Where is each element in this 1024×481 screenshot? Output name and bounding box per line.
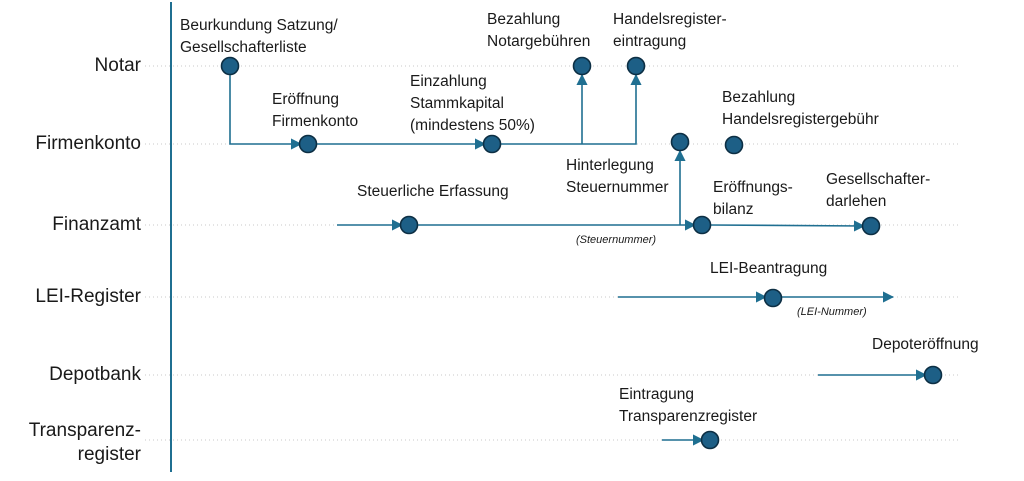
event-label-eroeffnung-konto: Eröffnung bbox=[272, 91, 339, 108]
node-depoteroeffnung bbox=[923, 365, 943, 385]
event-label-hinterlegung: Steuernummer bbox=[566, 179, 669, 196]
event-label-transparenzregister: Eintragung bbox=[619, 386, 694, 403]
event-label-gesellschafterdarlehen: Gesellschafter- bbox=[826, 171, 930, 188]
event-label-handelsregistereintragung: Handelsregister- bbox=[613, 11, 727, 28]
node-gesellschafterdarlehen bbox=[861, 216, 881, 236]
lane-label-lei: LEI-Register bbox=[35, 286, 141, 307]
flow-einzahlung-to-handelsregister bbox=[499, 73, 642, 145]
lane-label-transparenz: Transparenz- bbox=[29, 420, 141, 441]
node-steuerliche-erfassung bbox=[399, 215, 419, 235]
event-label-eroeffnung-konto: Firmenkonto bbox=[272, 113, 358, 130]
flow-bilanz-to-darlehen bbox=[708, 220, 866, 232]
node-transparenzregister bbox=[700, 430, 720, 450]
lane-label-transparenz: register bbox=[78, 444, 142, 465]
node-beurkundung bbox=[220, 56, 240, 76]
event-label-hinterlegung: Hinterlegung bbox=[566, 157, 654, 174]
event-label-eroeffnungsbilanz: Eröffnungs- bbox=[713, 179, 793, 196]
flow-notar-to-konto bbox=[229, 73, 303, 150]
event-label-lei-beantragung: LEI-Beantragung bbox=[710, 260, 827, 277]
lei-nummer-note: (LEI-Nummer) bbox=[797, 306, 867, 318]
lane-label-depotbank: Depotbank bbox=[49, 364, 141, 385]
event-label-steuerliche-erfassung: Steuerliche Erfassung bbox=[357, 183, 509, 200]
event-label-beurkundung: Gesellschafterliste bbox=[180, 39, 307, 56]
node-bezahlung-hr bbox=[724, 135, 744, 155]
event-label-einzahlung: Einzahlung bbox=[410, 73, 487, 90]
event-label-einzahlung: Stammkapital bbox=[410, 95, 504, 112]
event-label-handelsregistereintragung: eintragung bbox=[613, 33, 686, 50]
event-label-gesellschafterdarlehen: darlehen bbox=[826, 193, 886, 210]
lane-label-notar: Notar bbox=[95, 55, 142, 76]
event-label-bezahlung-hr: Bezahlung bbox=[722, 89, 795, 106]
event-label-depoteroeffnung: Depoteröffnung bbox=[872, 336, 979, 353]
event-label-bezahlung-hr: Handelsregistergebühr bbox=[722, 111, 879, 128]
node-hinterlegung bbox=[670, 132, 690, 152]
lane-label-finanzamt: Finanzamt bbox=[52, 214, 141, 235]
steuernummer-note: (Steuernummer) bbox=[576, 234, 656, 246]
event-label-bezahlung-notar: Notargebühren bbox=[487, 33, 590, 50]
event-label-bezahlung-notar: Bezahlung bbox=[487, 11, 560, 28]
node-bezahlung-notar bbox=[572, 56, 592, 76]
node-eroeffnung-konto bbox=[298, 134, 318, 154]
node-lei-beantragung bbox=[763, 288, 783, 308]
node-einzahlung bbox=[482, 134, 502, 154]
node-handelsregistereintragung bbox=[626, 56, 646, 76]
event-label-transparenzregister: Transparenzregister bbox=[619, 408, 757, 425]
event-label-eroeffnungsbilanz: bilanz bbox=[713, 201, 754, 218]
node-eroeffnungsbilanz bbox=[692, 215, 712, 235]
event-label-einzahlung: (mindestens 50%) bbox=[410, 117, 535, 134]
lane-label-firmenkonto: Firmenkonto bbox=[35, 133, 141, 154]
event-label-beurkundung: Beurkundung Satzung/ bbox=[180, 17, 338, 34]
